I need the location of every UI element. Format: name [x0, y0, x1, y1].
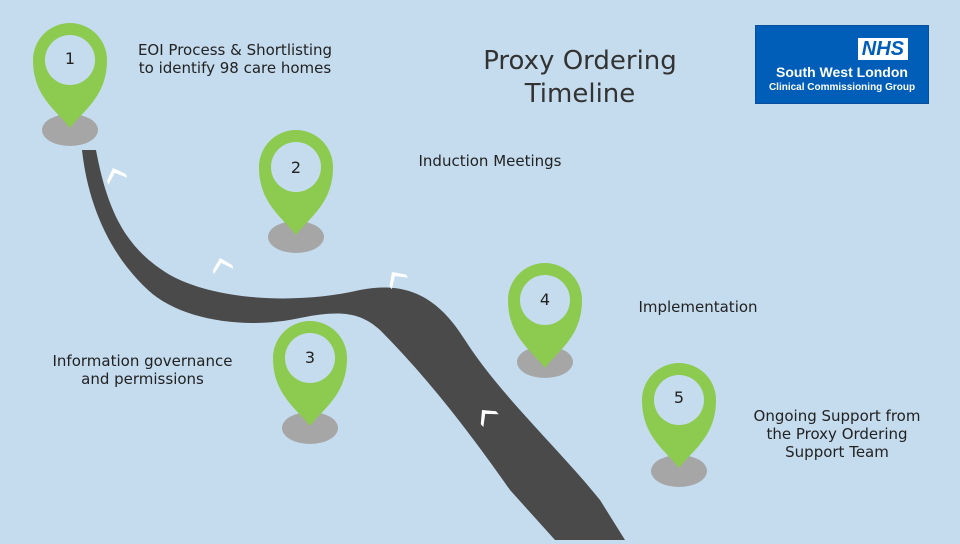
map-pin-2	[259, 130, 333, 235]
road-chevron-1	[107, 168, 128, 185]
road-chevron-4	[480, 410, 499, 428]
logo-org-name: South West London	[776, 64, 908, 80]
step-number-2: 2	[290, 158, 302, 177]
pin-shadow-3	[282, 412, 338, 444]
nhs-badge: NHS	[857, 38, 908, 60]
map-pin-4	[508, 263, 582, 368]
nhs-logo: NHS South West London Clinical Commissio…	[755, 25, 929, 104]
map-pin-1	[33, 23, 107, 128]
step-number-5: 5	[673, 388, 685, 407]
step-number-3: 3	[304, 348, 316, 367]
page-title: Proxy Ordering Timeline	[483, 46, 677, 110]
map-pin-3	[273, 321, 347, 426]
step-label-4: Implementation	[638, 298, 758, 316]
step-number-1: 1	[64, 49, 76, 68]
pin-shadow-2	[268, 221, 324, 253]
pin-shadow-5	[651, 455, 707, 487]
step-label-3: Information governance and permissions	[52, 352, 233, 388]
road	[82, 150, 625, 540]
step-number-4: 4	[539, 290, 551, 309]
map-pin-5	[642, 363, 716, 468]
road-chevron-3	[389, 272, 409, 290]
road-chevron-2	[212, 258, 234, 275]
step-label-5: Ongoing Support from the Proxy Ordering …	[753, 407, 921, 461]
step-label-1: EOI Process & Shortlisting to identify 9…	[137, 41, 333, 77]
step-label-2: Induction Meetings	[418, 152, 562, 170]
logo-org-subtitle: Clinical Commissioning Group	[768, 82, 916, 93]
pin-shadow-1	[42, 114, 98, 146]
